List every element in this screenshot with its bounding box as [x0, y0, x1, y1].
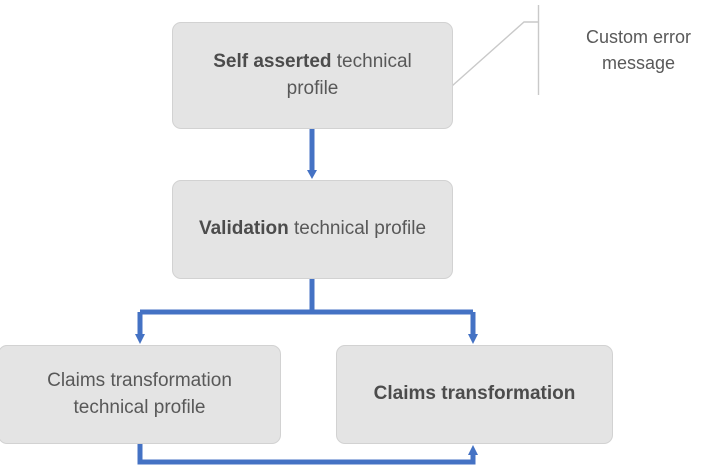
node-validation-rest-text: technical profile: [288, 218, 427, 240]
node-self-asserted-label: Self asserted technical profile: [185, 49, 440, 101]
annotation-custom-error-message: Custom error message: [556, 24, 721, 76]
annotation-line-1: Custom error: [585, 27, 692, 47]
connector-validation-split: [135, 279, 478, 344]
node-validation-label: Validation technical profile: [199, 216, 426, 242]
connector-claims-left-to-right: [137, 444, 478, 465]
node-claims-transformation-technical-profile[interactable]: Claims transformation technical profile: [0, 345, 281, 444]
node-claims-transformation-label: Claims transformation: [373, 383, 576, 405]
node-claims-transformation[interactable]: Claims transformation: [336, 345, 613, 444]
node-validation-technical-profile[interactable]: Validation technical profile: [172, 180, 453, 279]
callout-leader-line: [451, 5, 540, 95]
connector-self-asserted-to-validation: [307, 129, 317, 179]
node-claims-transformation-technical-profile-label: Claims transformation technical profile: [47, 370, 232, 418]
node-self-asserted-bold-text: Self asserted: [213, 51, 332, 73]
node-validation-bold-text: Validation: [198, 218, 289, 240]
node-self-asserted-technical-profile[interactable]: Self asserted technical profile: [172, 22, 453, 129]
annotation-line-2: message: [601, 53, 676, 74]
node-self-asserted-rest-text: technical profile: [286, 51, 412, 99]
